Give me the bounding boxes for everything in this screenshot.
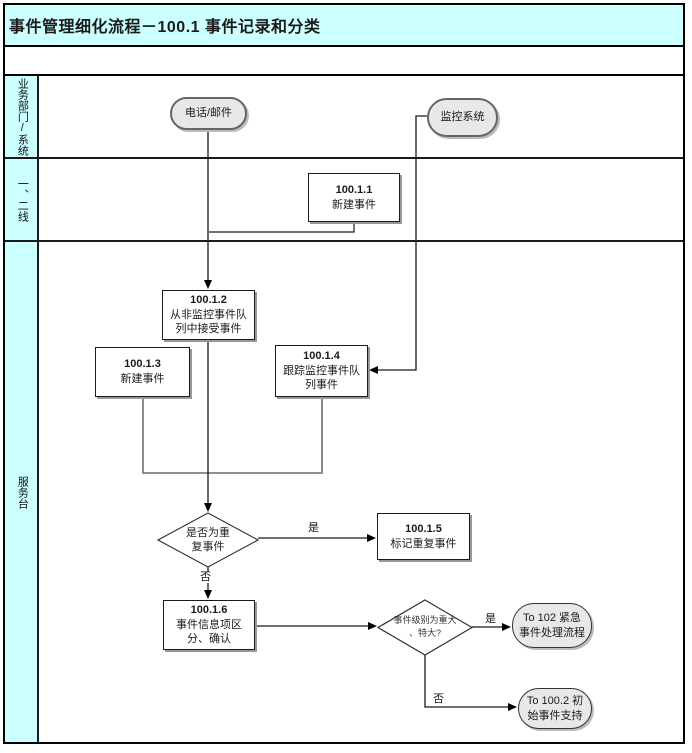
edge-label-no-duplicate: 否 (199, 571, 212, 583)
swimlane-frame: 事件管理细化流程－100.1 事件记录和分类 业务部门/系统 一、二线 服务台 (3, 3, 685, 744)
connector-decision-duplicate-yes (258, 534, 376, 542)
decision-level-label-line1: 事件级别为重大 (393, 614, 457, 625)
process-100-1-2-text-line1: 从非监控事件队 (170, 308, 247, 321)
page-title: 事件管理细化流程－100.1 事件记录和分类 (5, 5, 683, 47)
process-100-1-5[interactable]: 100.1.5 标记重复事件 (377, 513, 470, 560)
lane-divider-2 (5, 240, 683, 242)
decision-level-label: 事件级别为重大 、特大? (383, 607, 467, 647)
lane-divider-1 (5, 157, 683, 159)
offpage-to-100-2-line2: 始事件支持 (527, 709, 583, 722)
process-100-1-1[interactable]: 100.1.1 新建事件 (308, 173, 400, 222)
process-100-1-6-text-line2: 分、确认 (187, 633, 231, 646)
connector-monitor-to-100-1-4 (369, 115, 427, 374)
connector-100-1-1-to-mainline (209, 222, 355, 233)
process-100-1-5-text: 标记重复事件 (390, 537, 457, 550)
edge-label-yes-duplicate: 是 (308, 522, 319, 534)
offpage-to-102-emergency[interactable]: To 102 紧急 事件处理流程 (512, 603, 592, 648)
process-100-1-4-text-line2: 列事件 (305, 379, 338, 392)
decision-duplicate-diamond[interactable] (156, 512, 260, 568)
lane-label-column (5, 76, 39, 742)
start-node-phone-email[interactable]: 电话/邮件 (170, 97, 247, 130)
lane-label-service-desk: 服务台 (16, 475, 29, 509)
process-100-1-1-text: 新建事件 (332, 198, 376, 211)
start-node-phone-email-label: 电话/邮件 (184, 107, 233, 120)
process-100-1-3[interactable]: 100.1.3 新建事件 (95, 347, 190, 397)
process-100-1-4-id: 100.1.4 (303, 350, 340, 363)
process-100-1-6[interactable]: 100.1.6 事件信息项区 分、确认 (163, 600, 255, 650)
connector-decision-level-no (424, 655, 517, 711)
offpage-to-100-2-initial-support[interactable]: To 100.2 初 始事件支持 (518, 688, 592, 729)
lane-label-first-second-line: 一、二线 (16, 177, 29, 222)
process-100-1-5-id: 100.1.5 (405, 522, 442, 535)
process-100-1-4-text-line1: 跟踪监控事件队 (283, 364, 360, 377)
decision-duplicate-label-line2: 复事件 (191, 541, 225, 553)
offpage-to-102-line1: To 102 紧急 (522, 611, 582, 624)
lane-label-business-system: 业务部门/系统 (16, 77, 29, 156)
connector-100-1-6-to-decision-level (255, 622, 377, 630)
start-node-monitor-system[interactable]: 监控系统 (427, 98, 498, 137)
decision-level-diamond[interactable] (376, 599, 474, 656)
process-100-1-4[interactable]: 100.1.4 跟踪监控事件队 列事件 (275, 345, 368, 397)
process-100-1-2[interactable]: 100.1.2 从非监控事件队 列中接受事件 (162, 290, 255, 340)
process-100-1-3-text: 新建事件 (120, 373, 165, 385)
offpage-to-102-line2: 事件处理流程 (519, 626, 585, 639)
connector-phone-to-100-1-2 (204, 130, 212, 289)
offpage-to-100-2-line1: To 100.2 初 (526, 694, 584, 707)
process-100-1-6-id: 100.1.6 (190, 604, 228, 617)
decision-duplicate-label-line1: 是否为重 (186, 526, 230, 539)
connector-decision-level-yes (472, 623, 511, 631)
connector-100-1-2-to-decision-duplicate (204, 340, 212, 512)
process-100-1-3-id: 100.1.3 (124, 358, 161, 371)
process-100-1-2-text-line2: 列中接受事件 (175, 323, 242, 336)
decision-duplicate-label: 是否为重 复事件 (166, 516, 250, 564)
process-100-1-2-id: 100.1.2 (190, 294, 227, 307)
edge-label-no-level: 否 (433, 693, 444, 705)
process-100-1-6-text-line1: 事件信息项区 (176, 618, 242, 631)
edge-label-yes-level: 是 (484, 613, 497, 625)
decision-level-label-line2: 、特大? (408, 628, 441, 638)
start-node-monitor-system-label: 监控系统 (440, 111, 485, 124)
table-top-border (5, 74, 683, 76)
process-100-1-1-id: 100.1.1 (335, 183, 373, 196)
connector-merge-100-1-3-100-1-4 (142, 397, 323, 474)
